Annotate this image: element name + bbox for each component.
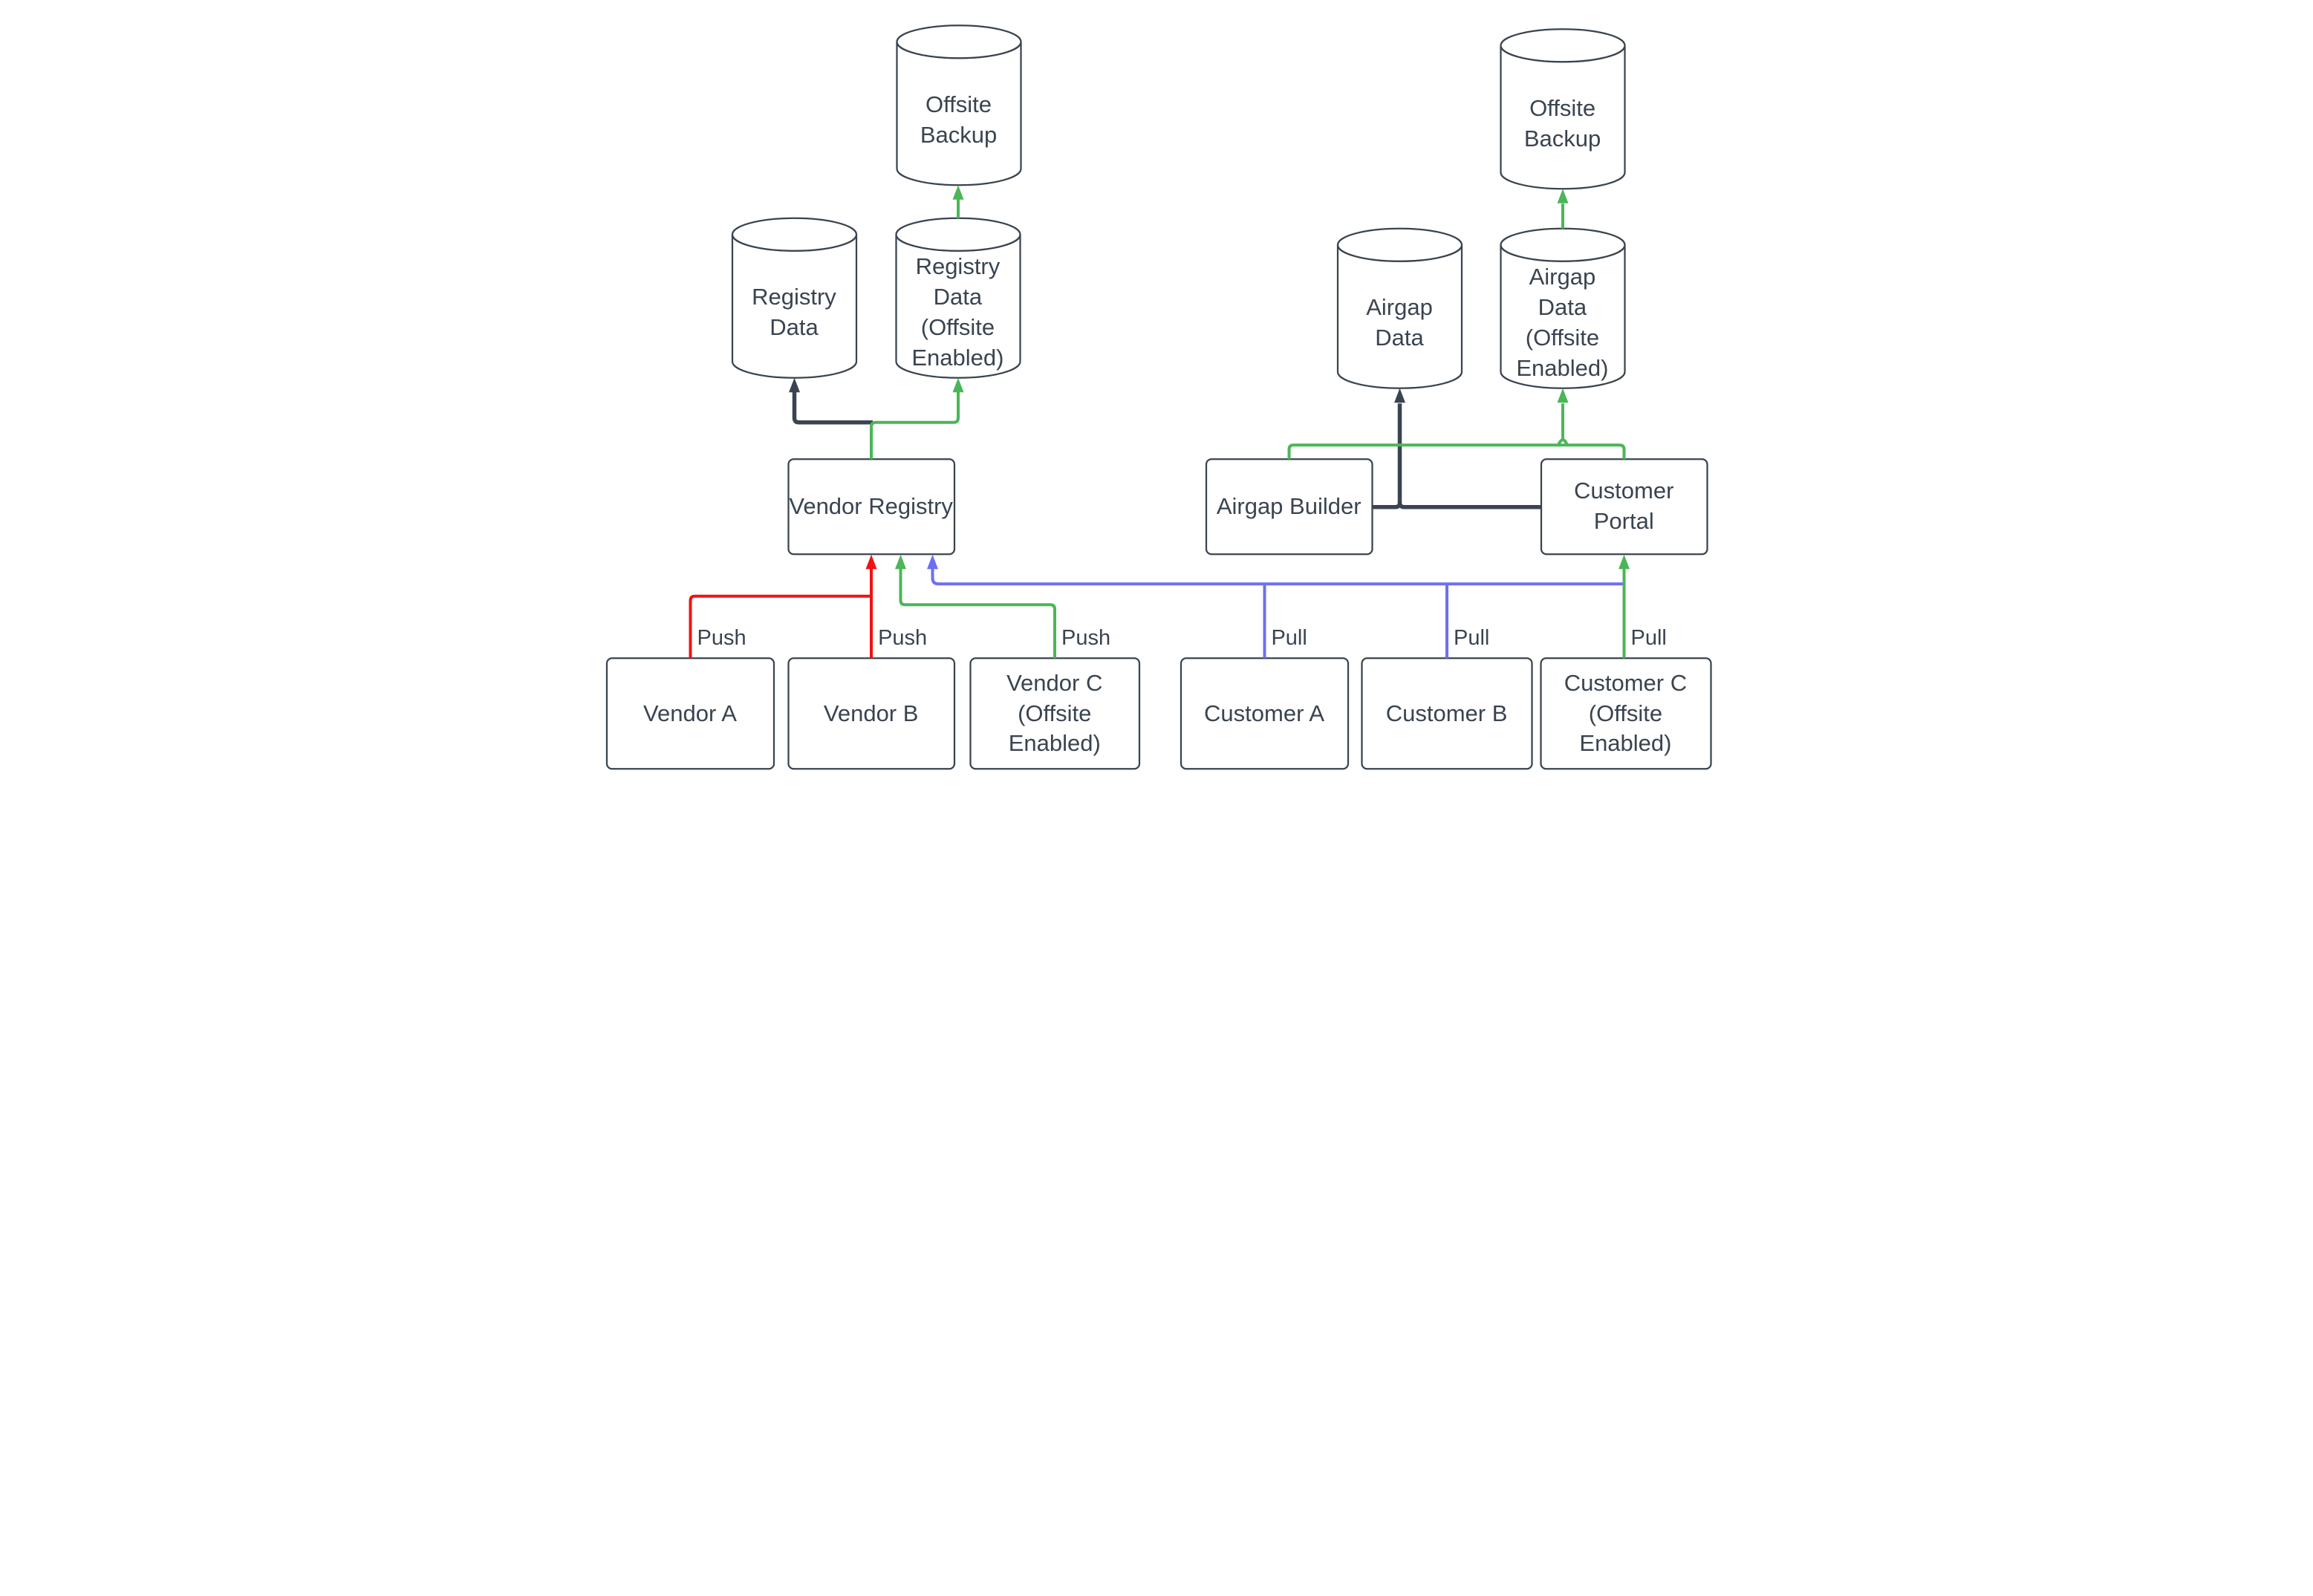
box-customer-c <box>1539 657 1712 770</box>
cylinder-offsite-backup-right <box>1499 28 1626 190</box>
edge-airgap-data-offsite-arrowhead <box>1557 388 1568 403</box>
box-customer-portal <box>1540 458 1708 556</box>
box-vendor-c <box>969 657 1140 770</box>
cylinder-registry-data-offsite <box>894 217 1021 379</box>
box-vendor-a <box>605 657 775 770</box>
box-customer-b <box>1360 657 1533 770</box>
box-vendor-registry <box>787 458 955 556</box>
cylinder-offsite-backup-left <box>895 25 1022 186</box>
edge-vendor-b-push-arrowhead <box>865 554 876 570</box>
cylinder-airgap-data <box>1336 227 1463 389</box>
diagram-canvas: Offsite Backup Offsite Backup Registry D… <box>578 0 1735 798</box>
edge-airgap-data <box>1372 403 1541 509</box>
edge-registry-data <box>792 391 873 425</box>
box-customer-a <box>1180 657 1349 770</box>
edge-airgap-data-arrowhead <box>1393 388 1405 403</box>
cylinder-registry-data <box>731 217 857 379</box>
edge-customer-c-pull-arrowhead <box>1618 554 1630 570</box>
edge-customer-pull-trunk <box>931 568 1624 586</box>
edge-registry-data-offsite-arrowhead <box>952 377 963 393</box>
diagram-svg <box>605 25 1712 770</box>
edge-airgap-data-offsite <box>1556 403 1569 446</box>
edge-offsite-backup-left-arrowhead <box>952 185 963 200</box>
edge-registry-data-arrowhead <box>788 377 800 393</box>
edge-vendor-a-push <box>689 594 871 659</box>
edge-airgap-data-offsite-span <box>1287 443 1625 460</box>
cylinder-airgap-data-offsite <box>1499 227 1626 389</box>
edge-offsite-backup-right-arrowhead <box>1557 189 1568 203</box>
edge-customer-pull-trunk-arrowhead <box>926 554 938 570</box>
box-airgap-builder <box>1205 458 1373 556</box>
edge-registry-data-offsite <box>869 391 960 460</box>
edge-vendor-c-push-arrowhead <box>894 554 906 570</box>
edge-vendor-c-push <box>899 568 1056 659</box>
box-vendor-b <box>787 657 955 770</box>
